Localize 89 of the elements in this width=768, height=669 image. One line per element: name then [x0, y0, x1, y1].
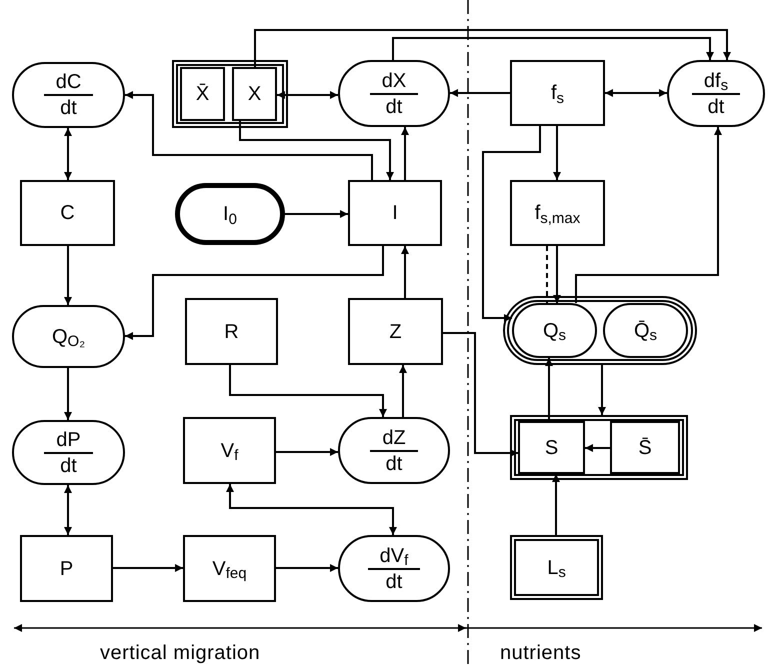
node-label: S̄	[637, 436, 653, 460]
fraction-denominator: dt	[706, 94, 726, 118]
arrow	[552, 474, 560, 535]
rounded-node	[175, 183, 285, 245]
fraction-denominator: dt	[59, 96, 78, 120]
variable-box	[232, 67, 277, 121]
node-label: Q$_{s}$	[542, 318, 568, 342]
fraction-numerator: dV$_{f}$	[368, 544, 420, 570]
arrow	[64, 485, 72, 535]
variable-box	[180, 67, 225, 121]
fraction-denominator: dt	[384, 570, 404, 594]
region-label: vertical migration	[100, 641, 260, 666]
node-label: V$_{f}$	[220, 438, 240, 462]
arrow	[553, 246, 561, 303]
arrow	[254, 29, 731, 67]
group-box	[510, 535, 603, 600]
arrow	[239, 121, 394, 180]
fraction-numerator: df$_{s}$	[692, 68, 740, 94]
node-label: Q$_{O₂}$	[50, 324, 86, 348]
rounded-node	[338, 417, 450, 484]
node-label: L$_{s}$	[546, 556, 567, 580]
group-box	[172, 60, 288, 128]
fraction-denominator: dt	[384, 94, 404, 118]
region-label: nutrients	[500, 641, 582, 666]
group-box	[510, 415, 688, 480]
node-label: R	[223, 320, 240, 344]
node-label: S	[544, 436, 560, 460]
variable-box	[348, 180, 442, 246]
variable-box	[610, 421, 680, 474]
arrow	[605, 89, 667, 97]
rounded-node	[603, 303, 688, 358]
variable-box	[20, 535, 113, 602]
arrow	[401, 127, 409, 180]
arrow	[229, 365, 387, 417]
variable-box	[518, 421, 585, 474]
arrow	[443, 332, 518, 457]
fraction-denominator: dt	[384, 452, 404, 476]
variable-box	[20, 180, 115, 246]
arrow	[392, 37, 714, 60]
variable-box	[510, 60, 605, 126]
arrow	[401, 246, 409, 298]
rounded-node	[12, 305, 125, 368]
node-label: P	[58, 556, 74, 580]
arrow	[226, 484, 397, 535]
rounded-node	[12, 62, 125, 128]
fraction-numerator: dC	[44, 70, 94, 96]
arrow	[276, 448, 338, 456]
arrow	[575, 127, 722, 303]
arrow	[285, 210, 348, 218]
arrow	[125, 246, 384, 340]
fraction-numerator: dZ	[370, 426, 418, 452]
rounded-node	[338, 535, 450, 602]
arrow	[64, 128, 72, 180]
fraction-numerator: dP	[44, 428, 93, 454]
node-label: X	[246, 82, 262, 106]
variable-box	[510, 180, 605, 246]
arrow	[482, 126, 541, 322]
rounded-node	[338, 60, 450, 127]
arrow	[399, 365, 407, 417]
node-label: V$_{feq}$	[211, 556, 248, 580]
arrow	[598, 365, 606, 415]
rounded-node	[512, 303, 597, 358]
arrow	[276, 564, 338, 572]
fraction-numerator: dX	[370, 68, 418, 94]
node-label: X̄	[194, 82, 210, 106]
node-label: Q̄$_{s}$	[632, 318, 658, 342]
fraction-denominator: dt	[59, 454, 78, 478]
node-label: Z	[388, 320, 403, 344]
node-label: f$_{s}$	[550, 81, 566, 105]
variable-box	[185, 298, 278, 365]
node-label: f$_{s,max}$	[534, 201, 582, 225]
variable-box	[348, 298, 443, 365]
node-label: I	[391, 201, 399, 225]
node-label: C	[59, 201, 76, 225]
arrow	[277, 91, 338, 99]
arrow	[553, 126, 561, 180]
arrow	[545, 358, 553, 421]
arrow	[125, 91, 373, 180]
arrow	[64, 246, 72, 305]
rounded-node	[12, 420, 125, 485]
variable-box	[183, 535, 276, 602]
arrow	[64, 368, 72, 420]
rounded-node	[667, 60, 765, 127]
variable-box	[183, 417, 276, 484]
arrow	[450, 89, 510, 97]
group-capsule	[503, 296, 697, 365]
node-label: I$_{0}$	[222, 202, 238, 226]
arrow	[585, 444, 610, 452]
arrow	[113, 564, 183, 572]
